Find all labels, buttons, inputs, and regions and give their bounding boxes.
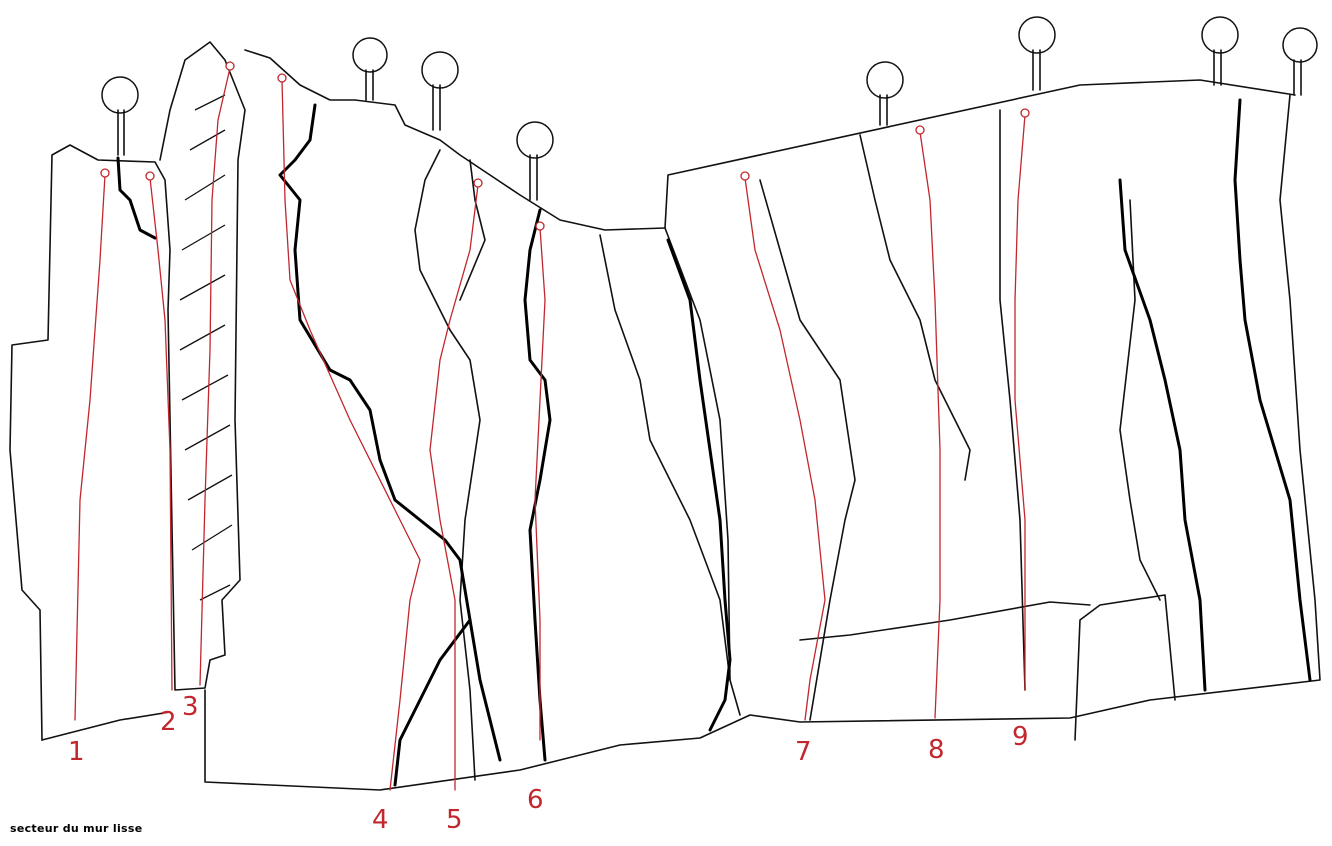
route-number-7: 7	[795, 737, 812, 767]
tree-icon	[1283, 28, 1317, 95]
route-number-3: 3	[182, 692, 199, 722]
route-number-4: 4	[372, 805, 389, 835]
route-number-8: 8	[928, 735, 945, 765]
cracks	[118, 100, 1310, 785]
route-number-2: 2	[160, 707, 177, 737]
route-number-6: 6	[527, 785, 544, 815]
sector-caption: secteur du mur lisse	[10, 822, 143, 835]
tree-icon	[867, 62, 903, 125]
tree-icon	[1019, 17, 1055, 90]
tree-icon	[353, 38, 387, 100]
route-number-1: 1	[68, 737, 85, 767]
route-line-4	[282, 80, 420, 790]
route-line-1	[75, 175, 105, 720]
hatched-slab	[180, 95, 232, 600]
tree-icon	[517, 122, 553, 200]
route-line-9	[1015, 115, 1025, 690]
route-line-2	[150, 178, 172, 690]
route-line-8	[920, 132, 940, 718]
tree-icon	[1202, 17, 1238, 85]
tree-icon	[422, 52, 458, 130]
cliff-outline	[10, 42, 1320, 790]
route-number-9: 9	[1012, 722, 1029, 752]
tree-icon	[102, 77, 138, 155]
route-number-5: 5	[446, 805, 463, 835]
